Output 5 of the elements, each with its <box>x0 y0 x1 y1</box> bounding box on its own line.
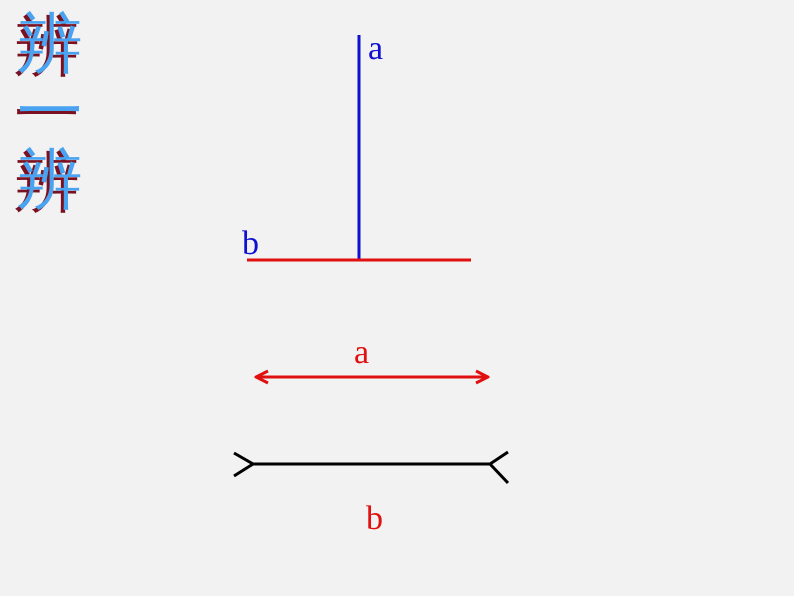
line-label: a <box>354 336 370 370</box>
line-label: a <box>368 32 384 66</box>
line-label: b <box>366 502 383 536</box>
title: 辨一辨 <box>16 10 84 214</box>
line-label: b <box>242 227 259 261</box>
